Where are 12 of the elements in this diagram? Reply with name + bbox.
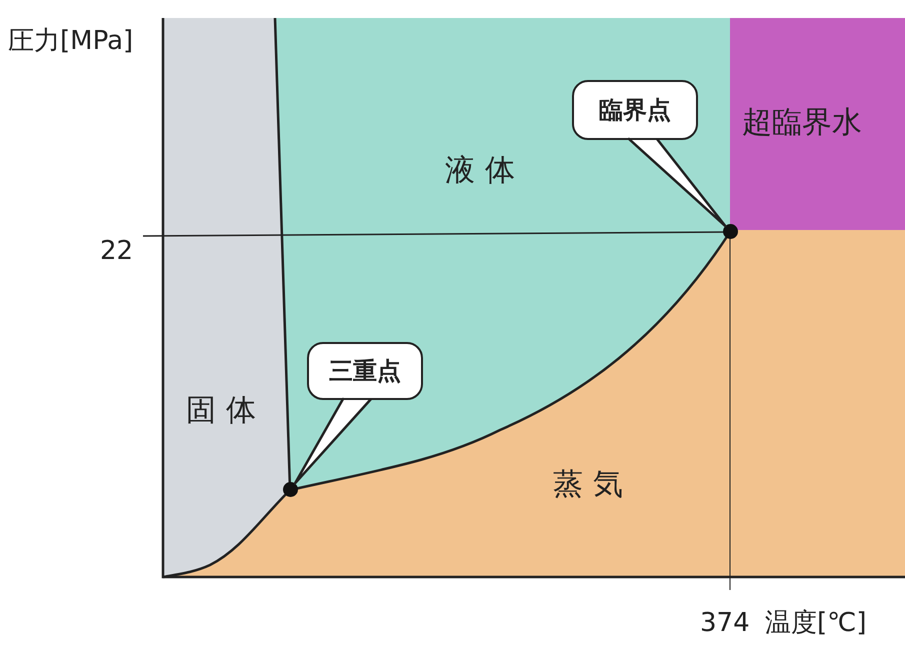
axis-title: 温度[℃] (765, 607, 866, 640)
region-label: 蒸気 (553, 466, 633, 504)
leader-line (294, 398, 372, 485)
leader-line (628, 138, 727, 228)
region-label: 超臨界水 (742, 104, 862, 142)
tick-label: 22 (100, 235, 134, 268)
callout-bubble: 臨界点 (572, 80, 698, 140)
region-label: 固体 (186, 392, 266, 430)
callout-bubble: 三重点 (307, 342, 423, 400)
tick-label: 374 (700, 607, 750, 640)
axis-title: 圧力[MPa] (8, 25, 134, 58)
region-label: 液体 (445, 152, 525, 190)
